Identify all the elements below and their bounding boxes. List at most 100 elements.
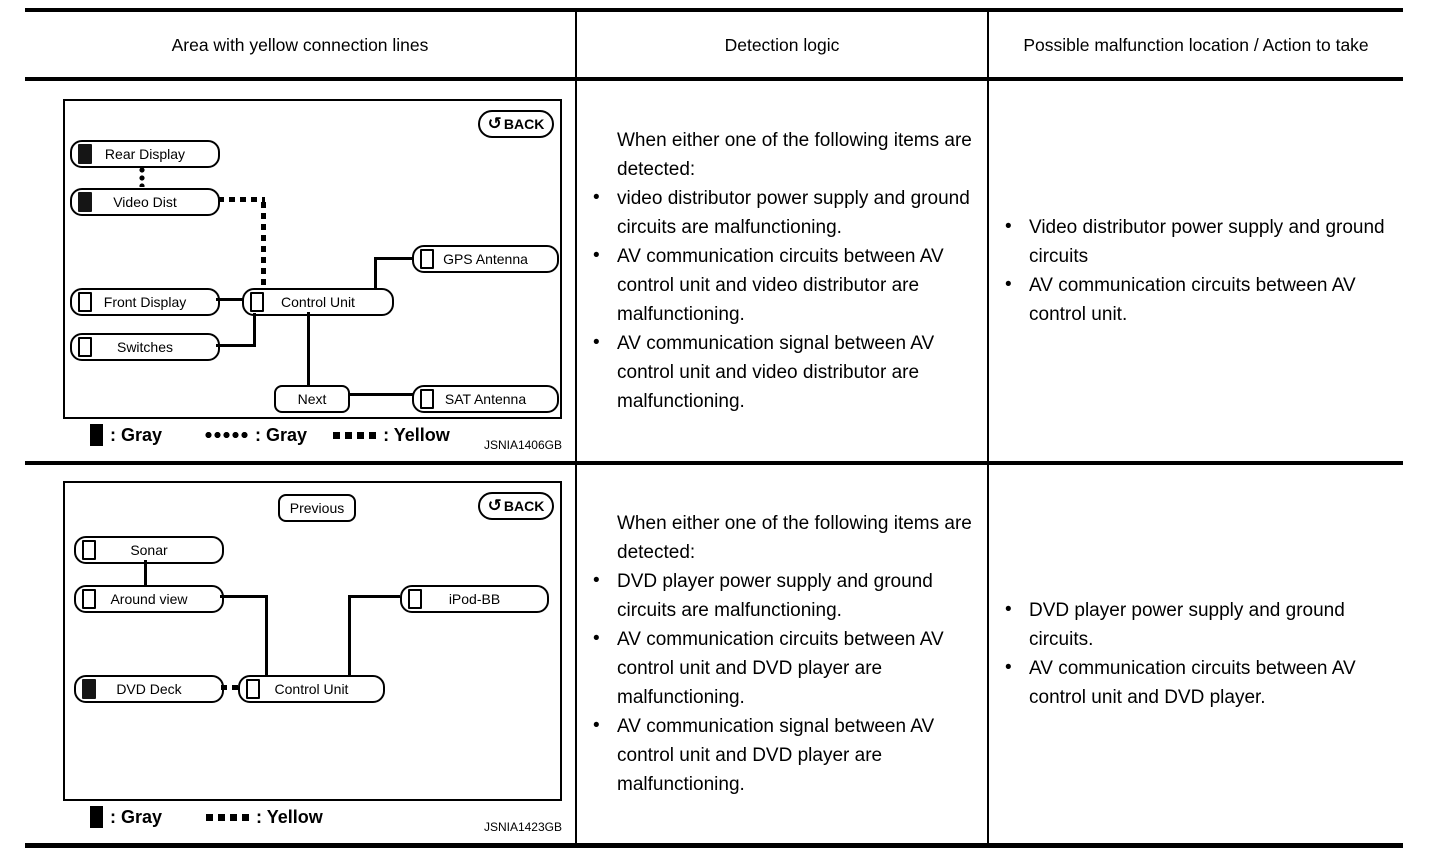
- legend-item: : Yellow: [206, 807, 323, 828]
- node-label: Sonar: [130, 542, 168, 558]
- node-sonar: Sonar: [74, 536, 224, 564]
- connector-line: [216, 298, 244, 301]
- detection-cell-row1: When either one of the following items a…: [577, 81, 987, 461]
- column-divider-2: [987, 8, 989, 847]
- column-divider-1: [575, 8, 577, 847]
- connector-icon: [78, 337, 92, 357]
- node-label: SAT Antenna: [444, 391, 527, 407]
- node-label: GPS Antenna: [443, 251, 528, 267]
- figure-row1-legend: : Gray : Gray : Yellow JSNIA1406GB: [63, 421, 562, 452]
- node-sat-antenna: SAT Antenna: [412, 385, 559, 413]
- header-detection-column: Detection logic: [724, 34, 840, 55]
- node-control-unit: Control Unit: [242, 288, 394, 316]
- connector-line: [144, 560, 147, 587]
- legend-item: : Gray: [204, 425, 307, 446]
- gray-connector-icon: [78, 144, 92, 164]
- legend-label: : Yellow: [383, 424, 450, 445]
- connector-icon: [82, 589, 96, 609]
- yellow-dashed-line: [261, 202, 266, 288]
- legend-label: : Gray: [110, 806, 163, 827]
- square-dashes-icon: [333, 431, 377, 439]
- gray-connector-icon: [78, 192, 92, 212]
- detection-bullet: AV communication circuits between AV con…: [593, 624, 983, 712]
- back-button-label: BACK: [503, 498, 545, 514]
- action-cell-row1: Video distributor power supply and groun…: [989, 81, 1403, 461]
- action-bullet: Video distributor power supply and groun…: [1005, 212, 1399, 271]
- detection-intro: When either one of the following items a…: [617, 130, 972, 180]
- detection-cell-row2: When either one of the following items a…: [577, 465, 987, 843]
- node-label: Control Unit: [281, 294, 355, 310]
- connector-icon: [78, 292, 92, 312]
- header-action-column: Possible malfunction location / Action t…: [1023, 34, 1369, 55]
- connector-line: [307, 393, 414, 396]
- row-divider: [25, 461, 1403, 465]
- connector-line: [376, 257, 414, 260]
- connector-icon: [246, 679, 260, 699]
- figure-row2-legend: : Gray : Yellow JSNIA1423GB: [63, 803, 562, 834]
- connector-line: [216, 344, 256, 347]
- node-ipod-bb: iPod-BB: [400, 585, 549, 613]
- legend-label: : Gray: [110, 424, 163, 445]
- legend-label: : Gray: [255, 424, 308, 445]
- legend-item: : Yellow: [333, 425, 450, 446]
- node-label: Front Display: [103, 294, 187, 310]
- detection-bullet: AV communication signal between AV contr…: [593, 328, 983, 416]
- solid-bar-icon: [90, 424, 103, 446]
- connector-icon: [420, 389, 434, 409]
- node-switches: Switches: [70, 333, 220, 361]
- node-dvd-deck: DVD Deck: [74, 675, 224, 703]
- detection-intro: When either one of the following items a…: [617, 513, 972, 563]
- node-rear-display: Rear Display: [70, 140, 220, 168]
- connector-line: [265, 595, 268, 677]
- node-label: Rear Display: [104, 146, 186, 162]
- header-area-column: Area with yellow connection lines: [171, 34, 429, 55]
- round-dots-icon: [204, 431, 249, 439]
- node-label: Around view: [110, 591, 188, 607]
- connector-icon: [250, 292, 264, 312]
- previous-button: Previous: [278, 494, 356, 522]
- figure-row2: Previous ↺ BACK Sonar Around view iPod-B…: [63, 481, 562, 801]
- legend-label: : Yellow: [256, 806, 323, 827]
- header-divider: [25, 77, 1403, 81]
- action-bullet: AV communication circuits between AV con…: [1005, 653, 1399, 712]
- connector-icon: [82, 540, 96, 560]
- gray-dotted-line: [139, 166, 145, 187]
- node-label: Control Unit: [274, 681, 349, 697]
- action-bullet: DVD player power supply and ground circu…: [1005, 595, 1399, 654]
- node-front-display: Front Display: [70, 288, 220, 316]
- connector-icon: [420, 249, 434, 269]
- node-control-unit: Control Unit: [238, 675, 385, 703]
- connector-line: [220, 595, 268, 598]
- figure-code: JSNIA1406GB: [483, 438, 562, 452]
- connector-line: [307, 312, 310, 396]
- node-label: Switches: [116, 339, 174, 355]
- detection-bullet: AV communication signal between AV contr…: [593, 711, 983, 799]
- figure-row1: ↺ BACK Rear Display Video Dist GPS Anten…: [63, 99, 562, 419]
- connector-line: [348, 595, 351, 677]
- detection-bullet: AV communication circuits between AV con…: [593, 241, 983, 329]
- gray-connector-icon: [82, 679, 96, 699]
- node-label: iPod-BB: [448, 591, 501, 607]
- back-button: ↺ BACK: [478, 492, 554, 520]
- square-dashes-icon: [206, 813, 250, 821]
- connector-icon: [408, 589, 422, 609]
- action-bullet: AV communication circuits between AV con…: [1005, 270, 1399, 329]
- detection-bullet: video distributor power supply and groun…: [593, 183, 983, 242]
- back-button: ↺ BACK: [478, 110, 554, 138]
- node-video-dist: Video Dist: [70, 188, 220, 216]
- table-bottom-border: [25, 843, 1403, 848]
- detection-bullet: DVD player power supply and ground circu…: [593, 566, 983, 625]
- return-arrow-icon: ↺: [487, 113, 502, 133]
- connector-line: [253, 313, 256, 347]
- node-gps-antenna: GPS Antenna: [412, 245, 559, 273]
- connector-line: [374, 257, 377, 290]
- node-label: DVD Deck: [116, 681, 182, 697]
- legend-item: : Gray: [90, 424, 162, 446]
- yellow-dashed-line: [221, 685, 238, 690]
- solid-bar-icon: [90, 806, 103, 828]
- back-button-label: BACK: [503, 116, 545, 132]
- table-top-border: [25, 8, 1403, 12]
- node-label: Video Dist: [113, 194, 177, 210]
- return-arrow-icon: ↺: [487, 495, 502, 515]
- yellow-dashed-line: [218, 197, 265, 202]
